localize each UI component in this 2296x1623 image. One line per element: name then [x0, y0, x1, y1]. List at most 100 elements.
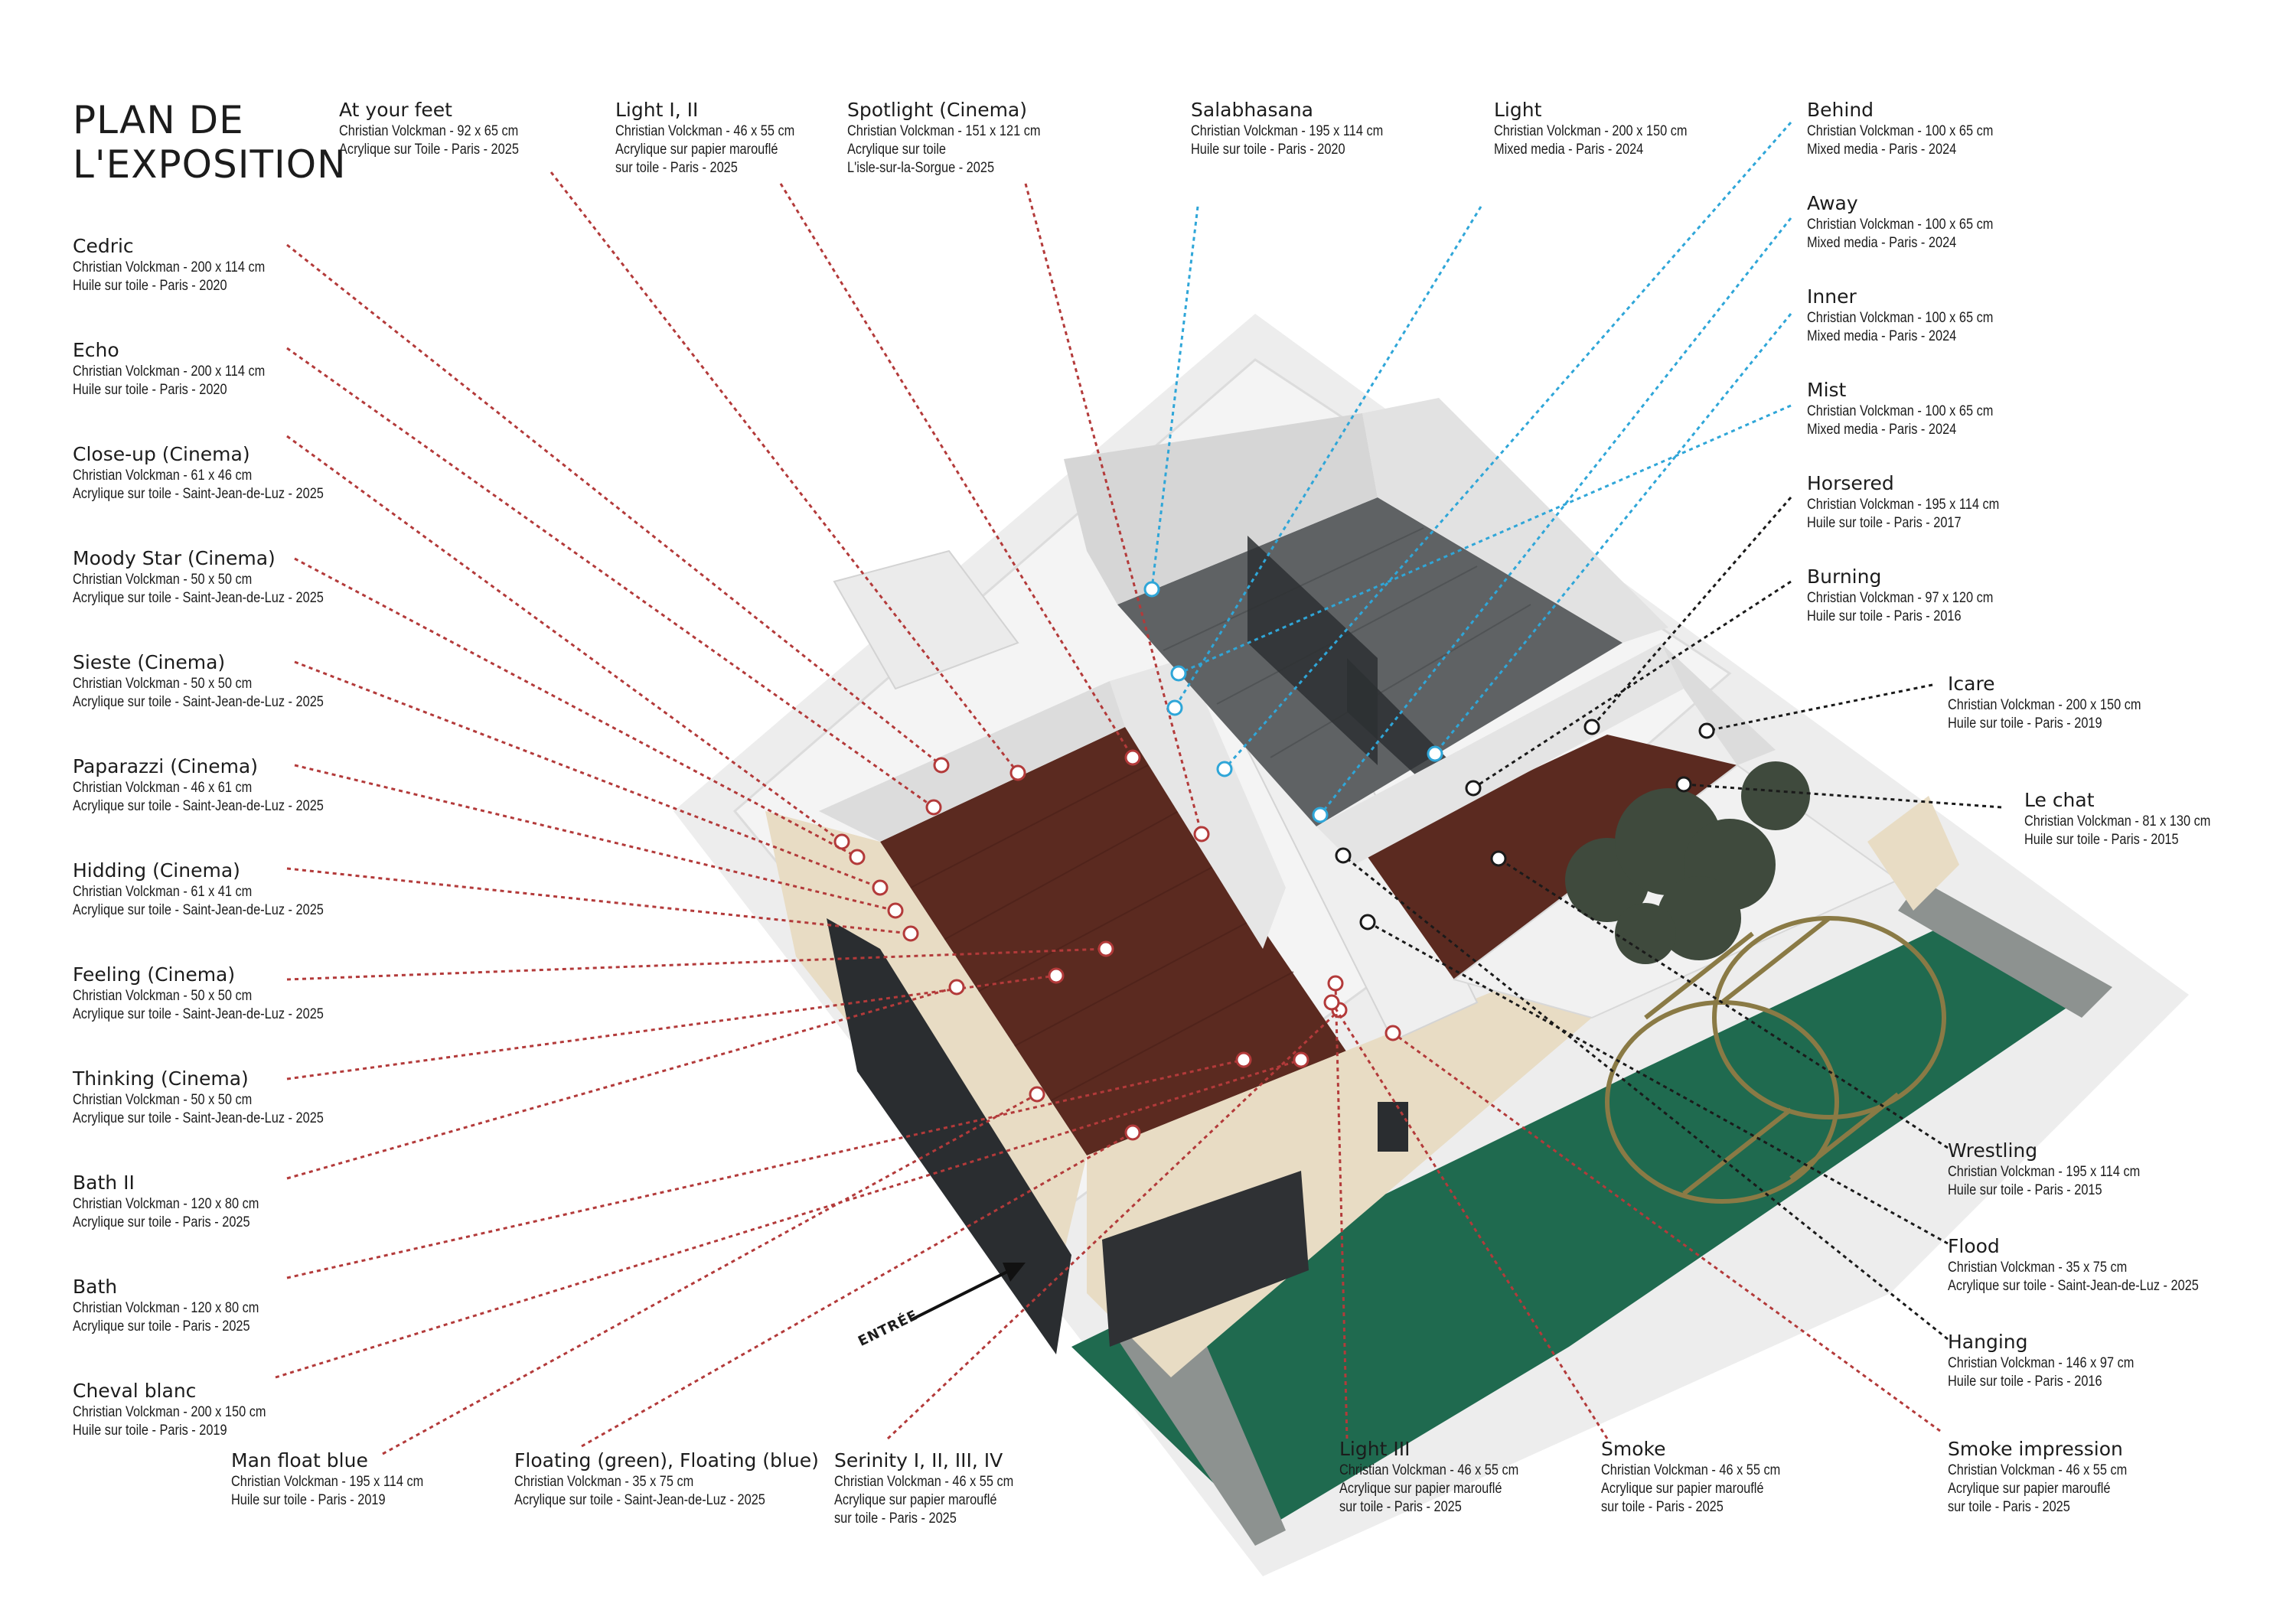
artwork-detail-line: Christian Volckman - 50 x 50 cm	[73, 1092, 253, 1108]
artwork-title: Inner	[1807, 285, 1857, 308]
artwork-marker-salabhasana[interactable]	[1143, 581, 1160, 598]
artwork-marker-light12[interactable]	[1124, 749, 1141, 766]
artwork-detail-line: Acrylique sur papier marouflé	[615, 142, 778, 158]
artwork-detail-line: Acrylique sur papier marouflé	[1601, 1481, 1764, 1497]
left-room-back-wall	[819, 681, 1125, 842]
artwork-marker-closeup[interactable]	[833, 833, 850, 850]
artwork-title: Icare	[1948, 673, 1995, 695]
back-wall-arch	[1867, 796, 1959, 911]
artwork-label-hidding: Hidding (Cinema)Christian Volckman - 61 …	[73, 860, 471, 920]
artwork-detail-line: Huile sur toile - Paris - 2016	[1807, 608, 1962, 624]
artwork-marker-hanging[interactable]	[1335, 847, 1352, 864]
artwork-label-closeup: Close-up (Cinema)Christian Volckman - 61…	[73, 444, 471, 504]
artwork-title: Serinity I, II, III, IV	[834, 1449, 1003, 1471]
artwork-marker-flood[interactable]	[1359, 914, 1376, 930]
artwork-title: Hidding (Cinema)	[73, 859, 240, 882]
artwork-title: Light III	[1339, 1438, 1411, 1460]
artwork-detail-line: Christian Volckman - 100 x 65 cm	[1807, 217, 1994, 233]
artwork-marker-cheval[interactable]	[1293, 1051, 1309, 1068]
artwork-marker-sieste[interactable]	[872, 879, 889, 896]
artwork-title: Wrestling	[1948, 1139, 2038, 1162]
artwork-detail-line: L'isle-sur-la-Sorgue - 2025	[847, 160, 995, 176]
artwork-detail-line: Huile sur toile - Paris - 2019	[231, 1492, 386, 1508]
glass-partition	[1247, 536, 1378, 765]
artwork-marker-light3[interactable]	[1327, 975, 1344, 992]
artwork-detail-line: Christian Volckman - 195 x 114 cm	[1948, 1164, 2141, 1180]
artwork-marker-burning[interactable]	[1465, 780, 1482, 797]
artwork-title: Sieste (Cinema)	[73, 651, 226, 673]
artwork-marker-manfloat[interactable]	[1029, 1086, 1045, 1103]
artwork-title: Light I, II	[615, 99, 699, 121]
artwork-marker-floating[interactable]	[1124, 1124, 1141, 1141]
artwork-marker-inner[interactable]	[1427, 745, 1443, 762]
artwork-detail-line: Huile sur toile - Paris - 2019	[1948, 715, 2102, 732]
artwork-marker-spotlight[interactable]	[1193, 826, 1210, 842]
artwork-marker-feeling[interactable]	[1097, 940, 1114, 957]
artwork-marker-atyourfeet[interactable]	[1009, 764, 1026, 781]
artwork-title: Hanging	[1948, 1331, 2028, 1353]
artwork-title: Smoke	[1601, 1438, 1666, 1460]
leader-line-spotlight	[1024, 183, 1203, 835]
leader-line-hidding	[286, 867, 912, 935]
artwork-detail-line: Huile sur toile - Paris - 2020	[1191, 142, 1345, 158]
artwork-marker-bath2[interactable]	[948, 979, 965, 996]
leader-line-icare	[1706, 683, 1933, 732]
artwork-detail-line: Christian Volckman - 195 x 114 cm	[1807, 497, 2000, 513]
garden-stone-border-front	[1117, 1316, 1286, 1546]
leader-line-light12	[779, 183, 1134, 758]
artwork-detail-line: Mixed media - Paris - 2024	[1494, 142, 1644, 158]
artwork-marker-smoke[interactable]	[1323, 994, 1340, 1011]
front-facade-dark-windows	[827, 918, 1071, 1354]
artwork-marker-hidding[interactable]	[902, 925, 919, 942]
page-title: PLAN DE L'EXPOSITION	[73, 98, 346, 187]
garden-stone-border	[1898, 880, 2112, 1018]
artwork-marker-lechat[interactable]	[1675, 776, 1692, 793]
artwork-detail-line: Mixed media - Paris - 2024	[1807, 142, 1957, 158]
artwork-marker-light[interactable]	[1166, 699, 1183, 716]
artwork-title: Floating (green), Floating (blue)	[514, 1449, 819, 1471]
leader-line-echo	[286, 347, 934, 809]
artwork-marker-smokeimp[interactable]	[1384, 1025, 1401, 1041]
artwork-detail-line: Christian Volckman - 100 x 65 cm	[1807, 310, 1994, 326]
artwork-label-spotlight: Spotlight (Cinema)Christian Volckman - 1…	[847, 99, 1245, 178]
artwork-label-floating: Floating (green), Floating (blue)Christi…	[514, 1450, 912, 1510]
artwork-title: Le chat	[2024, 789, 2095, 811]
artwork-detail-line: Christian Volckman - 200 x 150 cm	[1494, 123, 1688, 139]
leader-line-feeling	[286, 947, 1107, 981]
side-facade-dark	[1102, 1171, 1309, 1347]
artwork-marker-echo[interactable]	[925, 799, 942, 816]
artwork-marker-paparazzi[interactable]	[887, 902, 904, 919]
artwork-label-sieste: Sieste (Cinema)Christian Volckman - 50 x…	[73, 652, 471, 712]
left-room-wood-floor	[880, 727, 1355, 1155]
artwork-title: Man float blue	[231, 1449, 368, 1471]
artwork-title: Feeling (Cinema)	[73, 963, 236, 986]
artwork-detail-line: Huile sur toile - Paris - 2016	[1948, 1374, 2102, 1390]
artwork-detail-line: sur toile - Paris - 2025	[1601, 1499, 1724, 1515]
artwork-detail-line: Christian Volckman - 195 x 114 cm	[231, 1474, 424, 1490]
artwork-marker-cedric[interactable]	[933, 757, 950, 774]
artwork-marker-horsered[interactable]	[1583, 719, 1600, 735]
stone-room-right-wall	[1362, 398, 1668, 643]
leader-line-moody	[294, 557, 858, 859]
artwork-detail-line: Christian Volckman - 120 x 80 cm	[73, 1300, 259, 1316]
artwork-marker-away[interactable]	[1312, 807, 1329, 823]
artwork-marker-wrestling[interactable]	[1490, 850, 1507, 867]
artwork-marker-mist[interactable]	[1170, 665, 1187, 682]
artwork-marker-bath[interactable]	[1235, 1051, 1252, 1068]
artwork-title: Echo	[73, 339, 119, 361]
artwork-marker-behind[interactable]	[1216, 761, 1233, 777]
artwork-detail-line: Acrylique sur toile - Saint-Jean-de-Luz …	[73, 1110, 324, 1126]
artwork-marker-thinking[interactable]	[1048, 967, 1065, 984]
artwork-marker-icare[interactable]	[1698, 722, 1715, 739]
artwork-marker-moody[interactable]	[849, 849, 866, 865]
artwork-detail-line: Acrylique sur toile - Saint-Jean-de-Luz …	[73, 590, 324, 606]
